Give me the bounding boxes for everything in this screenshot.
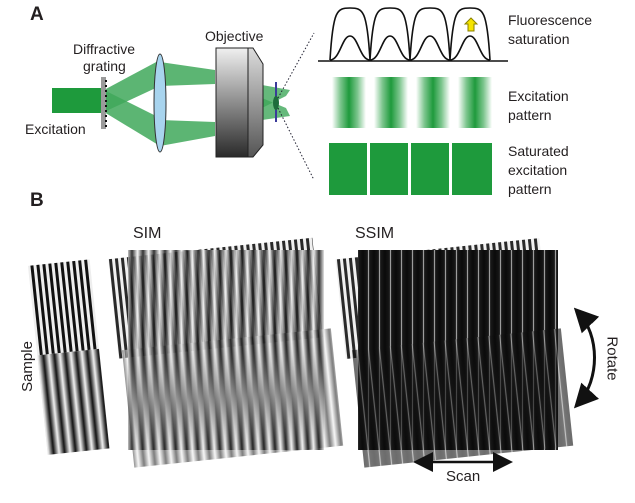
saturated-label: Saturated bbox=[508, 143, 569, 159]
up-arrow-icon bbox=[463, 17, 479, 32]
excitation-label: Excitation bbox=[25, 121, 86, 137]
excitation-pattern-label: Excitation bbox=[508, 88, 569, 104]
optical-path bbox=[52, 32, 315, 181]
saturated-label-3: pattern bbox=[508, 181, 552, 197]
ssim-label: SSIM bbox=[355, 225, 395, 242]
excitation-pattern-label-2: pattern bbox=[508, 107, 552, 123]
sim-image bbox=[108, 237, 344, 468]
fluorescence-label-2: saturation bbox=[508, 31, 570, 47]
excitation-pattern bbox=[332, 77, 492, 128]
diffracted-beam-lower bbox=[104, 90, 160, 146]
panel-a-label: A bbox=[30, 4, 44, 25]
grating-label-2: grating bbox=[83, 58, 126, 74]
fluorescence-label: Fluorescence bbox=[508, 12, 593, 28]
ssim-image bbox=[335, 238, 574, 468]
fluorescence-saturation-plot bbox=[318, 7, 508, 62]
rotate-arrow-icon bbox=[573, 307, 600, 409]
sample-strip bbox=[27, 259, 110, 455]
objective bbox=[215, 47, 249, 158]
panel-b-label: B bbox=[30, 190, 44, 211]
saturated-excitation-pattern bbox=[329, 143, 492, 195]
lens bbox=[153, 53, 167, 153]
diffractive-grating bbox=[101, 77, 106, 129]
excitation-beam bbox=[52, 88, 104, 113]
grating-label: Diffractive bbox=[73, 41, 135, 57]
sim-label: SIM bbox=[133, 225, 162, 242]
rotate-label: Rotate bbox=[603, 336, 621, 381]
sample-label: Sample bbox=[18, 341, 36, 392]
scan-label: Scan bbox=[446, 468, 481, 485]
saturated-label-2: excitation bbox=[508, 162, 568, 178]
objective-label: Objective bbox=[205, 28, 264, 44]
